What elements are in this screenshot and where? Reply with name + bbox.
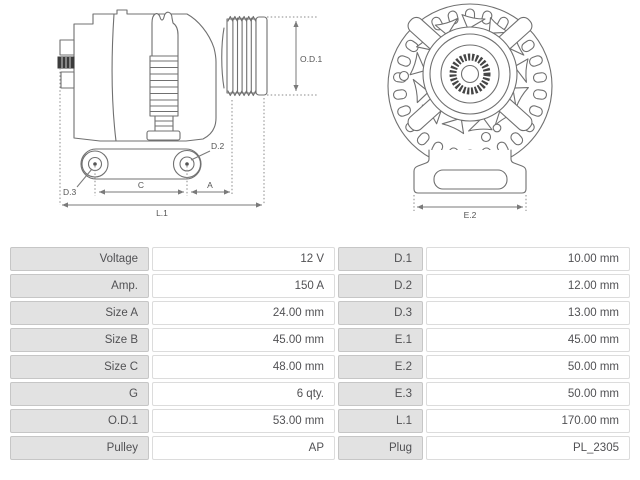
face-hole bbox=[480, 131, 492, 143]
pulley-rib-grooves bbox=[232, 17, 252, 94]
terminal-block-ridges bbox=[61, 57, 71, 68]
hub-ring-3 bbox=[440, 44, 500, 104]
fan-blade bbox=[513, 58, 529, 83]
face-hole bbox=[398, 70, 410, 82]
hole-center-right bbox=[185, 162, 189, 166]
housing-seam bbox=[111, 13, 117, 142]
vent-slot bbox=[528, 105, 543, 117]
vent-slot bbox=[510, 132, 524, 146]
vent-slot bbox=[532, 89, 548, 100]
spec-value: 170.00 mm bbox=[426, 409, 630, 433]
spec-value: 13.00 mm bbox=[426, 301, 630, 325]
spec-label: E.3 bbox=[338, 382, 423, 406]
boss-neck bbox=[154, 115, 174, 132]
alternator-technical-drawing: O.D.1 D.2 D.3 C A L.1 bbox=[57, 3, 553, 220]
vent-slot bbox=[528, 55, 543, 67]
terminal-tab bbox=[60, 71, 75, 89]
fan-blade bbox=[468, 116, 493, 132]
spec-label: Size B bbox=[10, 328, 149, 352]
spec-label: E.1 bbox=[338, 328, 423, 352]
spec-table: Voltage 12 V D.1 10.00 mm Amp. 150 A D.2… bbox=[10, 247, 630, 460]
spec-label: L.1 bbox=[338, 409, 423, 433]
bracket-slot bbox=[433, 169, 508, 190]
alternator-front-view: E.2 bbox=[387, 3, 553, 220]
face-hole bbox=[492, 123, 502, 133]
spec-value: 50.00 mm bbox=[426, 382, 630, 406]
top-bracket-ear bbox=[151, 11, 179, 57]
vent-slot bbox=[405, 39, 419, 53]
spec-label: G bbox=[10, 382, 149, 406]
spec-label: D.1 bbox=[338, 247, 423, 271]
leader-d2 bbox=[190, 150, 211, 161]
dim-label-d2: D.2 bbox=[211, 141, 225, 151]
dim-label-od1: O.D.1 bbox=[300, 54, 322, 64]
fan-blade bbox=[441, 117, 465, 135]
housing-outline bbox=[73, 9, 217, 142]
vent-slot bbox=[532, 72, 548, 83]
boss-neck-ribs bbox=[154, 120, 174, 127]
alternator-side-view: O.D.1 D.2 D.3 C A L.1 bbox=[57, 9, 322, 218]
spec-value: 6 qty. bbox=[152, 382, 335, 406]
spec-label: Pulley bbox=[10, 436, 149, 460]
fan-blade bbox=[412, 78, 430, 104]
pulley-flange-edge bbox=[221, 27, 225, 89]
spec-label: Size A bbox=[10, 301, 149, 325]
boss-base bbox=[146, 130, 181, 141]
dim-label-d3: D.3 bbox=[63, 187, 77, 197]
spec-value: 12.00 mm bbox=[426, 274, 630, 298]
pulley-outer-cap bbox=[255, 16, 268, 96]
spec-label: Size C bbox=[10, 355, 149, 379]
boss-ribs bbox=[149, 60, 179, 113]
vent-slot bbox=[392, 89, 408, 100]
shaft-bore bbox=[460, 64, 480, 84]
fan-blade bbox=[461, 14, 486, 30]
spec-label: Amp. bbox=[10, 274, 149, 298]
spec-value: 53.00 mm bbox=[152, 409, 335, 433]
shaft-knurl-ring bbox=[449, 53, 491, 95]
spec-value: 150 A bbox=[152, 274, 335, 298]
hub-ring-2 bbox=[429, 33, 511, 115]
vent-slot bbox=[397, 105, 412, 117]
spec-label: D.2 bbox=[338, 274, 423, 298]
vent-slot bbox=[397, 55, 412, 67]
spec-label: Voltage bbox=[10, 247, 149, 271]
spec-label: Plug bbox=[338, 436, 423, 460]
ribbed-boss bbox=[149, 55, 179, 117]
fan-blade bbox=[409, 51, 426, 76]
spec-value: 10.00 mm bbox=[426, 247, 630, 271]
leader-d3 bbox=[76, 168, 93, 188]
hole-center-left bbox=[93, 162, 97, 166]
spec-value: 48.00 mm bbox=[152, 355, 335, 379]
vent-slot bbox=[521, 39, 535, 53]
spec-value: 24.00 mm bbox=[152, 301, 335, 325]
vent-slot bbox=[416, 132, 430, 146]
spec-label: O.D.1 bbox=[10, 409, 149, 433]
dim-label-c: C bbox=[138, 180, 144, 190]
terminal-tab bbox=[59, 39, 75, 56]
spec-value: 50.00 mm bbox=[426, 355, 630, 379]
extension-lines-e2 bbox=[413, 195, 527, 211]
spec-value: AP bbox=[152, 436, 335, 460]
spec-value: 45.00 mm bbox=[152, 328, 335, 352]
dim-label-a: A bbox=[207, 180, 213, 190]
spec-value: 45.00 mm bbox=[426, 328, 630, 352]
spec-label: D.3 bbox=[338, 301, 423, 325]
extension-lines bbox=[59, 16, 318, 205]
spec-value: PL_2305 bbox=[426, 436, 630, 460]
dim-label-l1: L.1 bbox=[156, 208, 168, 218]
spec-label: E.2 bbox=[338, 355, 423, 379]
spec-value: 12 V bbox=[152, 247, 335, 271]
bracket-outline bbox=[413, 149, 527, 194]
fan-blade bbox=[434, 17, 459, 36]
dim-label-e2: E.2 bbox=[464, 210, 477, 220]
